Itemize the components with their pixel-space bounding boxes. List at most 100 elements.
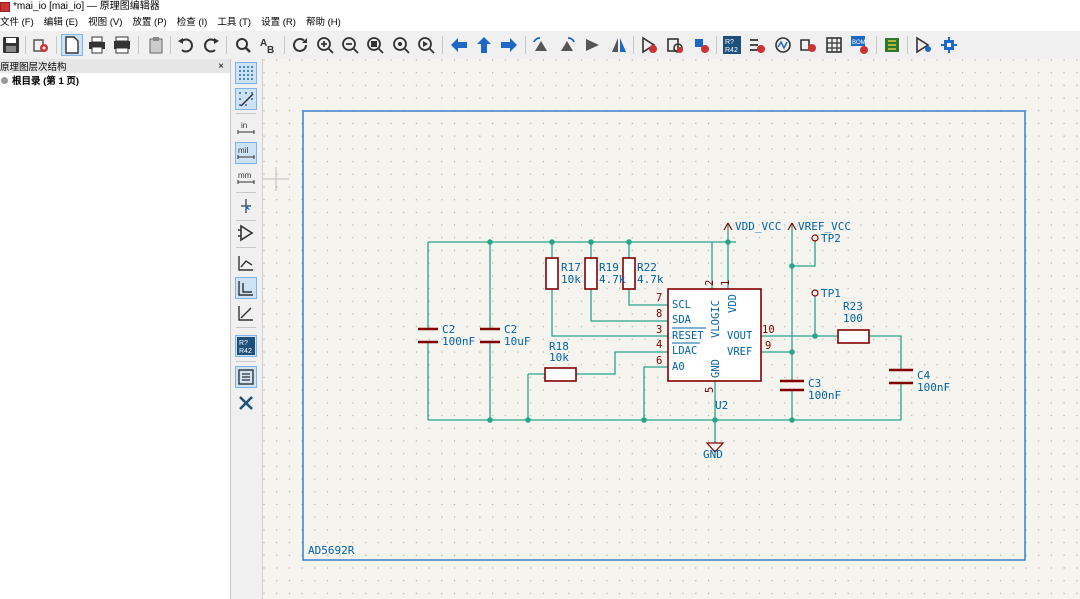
units-mm-icon[interactable]: mm — [235, 167, 257, 189]
val-c3: 100nF — [808, 389, 841, 402]
close-panel-icon[interactable]: × — [218, 60, 224, 72]
resistor-r23[interactable] — [837, 329, 870, 344]
testpoint-tp1[interactable] — [811, 289, 819, 297]
ic-pin-num-1: 1 — [720, 280, 732, 286]
capacitor-c2-100nf[interactable] — [418, 327, 438, 344]
line-mode-free-icon[interactable] — [235, 252, 257, 274]
redo-icon[interactable] — [200, 34, 222, 56]
toolbar-separator — [236, 361, 256, 362]
menu-inspect[interactable]: 检查 (I) — [176, 17, 208, 28]
menu-help[interactable]: 帮助 (H) — [305, 17, 341, 28]
page-settings-icon[interactable] — [61, 34, 83, 56]
navigate-back-icon[interactable] — [448, 34, 470, 56]
ref-r19: R19 — [599, 261, 619, 274]
units-mils-icon[interactable]: mil — [235, 142, 257, 164]
netlist-icon[interactable] — [797, 34, 819, 56]
gnd-power-symbol[interactable] — [705, 442, 725, 453]
menu-place[interactable]: 放置 (P) — [132, 17, 167, 28]
find-icon[interactable] — [232, 34, 254, 56]
ic-pin-num-6: 6 — [656, 355, 662, 367]
hierarchy-panel-toggle-icon[interactable] — [235, 366, 257, 388]
mirror-vertical-icon[interactable] — [582, 34, 604, 56]
ic-pin-num-10: 10 — [762, 324, 775, 336]
zoom-out-icon[interactable] — [339, 34, 361, 56]
units-inches-text: in — [241, 121, 247, 130]
menu-edit[interactable]: 编辑 (E) — [43, 17, 79, 28]
menu-preferences[interactable]: 设置 (R) — [261, 17, 296, 28]
val-c2-10uf: 10uF — [504, 335, 531, 348]
save-icon[interactable] — [0, 34, 22, 56]
power-label-vref: VREF_VCC — [798, 220, 851, 233]
plugin-icon[interactable] — [938, 34, 960, 56]
refresh-icon[interactable] — [289, 34, 311, 56]
capacitors — [418, 327, 913, 392]
schematic-canvas[interactable]: AD5692R — [263, 59, 1080, 599]
hierarchy-root-item[interactable]: 根目录 (第 1 页) — [0, 73, 230, 87]
annotate-a-glyph: A — [260, 38, 267, 49]
kicad-app-icon — [0, 2, 10, 12]
capacitor-c3[interactable] — [780, 379, 804, 392]
ic-pin-name-vout: VOUT — [727, 330, 753, 342]
print-icon[interactable] — [86, 34, 108, 56]
units-inches-icon[interactable]: in — [235, 117, 257, 139]
navigate-up-icon[interactable] — [473, 34, 495, 56]
symbol-fields-table-icon[interactable] — [823, 34, 845, 56]
bom-icon[interactable]: BOM — [849, 34, 871, 56]
rotate-cw-icon[interactable] — [556, 34, 578, 56]
ref-u2: U2 — [715, 399, 728, 412]
simulator-icon[interactable] — [772, 34, 794, 56]
menu-view[interactable]: 视图 (V) — [88, 17, 123, 28]
annotate-r-assigned-text: R42 — [725, 47, 738, 54]
vref-power-symbol[interactable] — [787, 222, 797, 231]
vdd-power-symbol[interactable] — [723, 222, 733, 231]
ref-r22: R22 — [637, 261, 657, 274]
schematic-svg: AD5692R — [263, 59, 1080, 599]
footprint-editor-icon[interactable] — [690, 34, 712, 56]
line-mode-45-icon[interactable] — [235, 302, 257, 324]
resistor-r19[interactable] — [584, 257, 598, 290]
grid-override-icon[interactable] — [235, 88, 257, 110]
ic-u2-body[interactable] — [667, 288, 762, 382]
symbol-browser-icon[interactable] — [664, 34, 686, 56]
navigate-forward-icon[interactable] — [498, 34, 520, 56]
cursor-crosshair-icon[interactable] — [235, 195, 257, 217]
annotation-display-icon[interactable]: R?R42 — [235, 335, 257, 357]
zoom-fit-icon[interactable] — [364, 34, 386, 56]
zoom-selection-icon[interactable] — [415, 34, 437, 56]
erc-icon[interactable] — [746, 34, 768, 56]
ic-pin-num-2: 2 — [704, 280, 716, 286]
ic-pin-name-sda: SDA — [672, 314, 692, 326]
line-mode-90-icon[interactable] — [235, 277, 257, 299]
mirror-horizontal-icon[interactable] — [608, 34, 630, 56]
menu-tools[interactable]: 工具 (T) — [217, 17, 252, 28]
ic-pin-num-4: 4 — [656, 339, 662, 351]
resistor-r18[interactable] — [544, 367, 577, 382]
rotate-ccw-icon[interactable] — [530, 34, 552, 56]
ic-pin-num-7: 7 — [656, 292, 662, 304]
grid-toggle-icon[interactable] — [235, 62, 257, 84]
resistor-r22[interactable] — [622, 257, 636, 290]
hidden-pins-icon[interactable] — [235, 222, 257, 244]
testpoint-tp2[interactable] — [811, 234, 819, 242]
zoom-objects-icon[interactable] — [390, 34, 412, 56]
properties-tools-icon[interactable] — [235, 392, 257, 414]
pcb-editor-icon[interactable] — [881, 34, 903, 56]
ref-tp2: TP2 — [821, 232, 841, 245]
capacitor-c4[interactable] — [889, 368, 913, 385]
ref-r23: R23 — [843, 300, 863, 313]
plot-icon[interactable] — [111, 34, 133, 56]
python-scripting-icon[interactable] — [912, 34, 934, 56]
power-symbols — [705, 222, 819, 453]
zoom-in-icon[interactable] — [314, 34, 336, 56]
annotate-icon[interactable]: R?R42 — [721, 34, 743, 56]
undo-icon[interactable] — [175, 34, 197, 56]
ic-pin-num-5: 5 — [704, 387, 716, 393]
capacitor-c2-10uf[interactable] — [480, 327, 500, 344]
ref-r17: R17 — [561, 261, 581, 274]
resistor-r17[interactable] — [545, 257, 559, 290]
symbol-editor-icon[interactable] — [638, 34, 660, 56]
menu-file[interactable]: 文件 (F) — [0, 17, 34, 28]
paste-icon[interactable] — [145, 34, 167, 56]
schematic-setup-icon[interactable] — [30, 34, 52, 56]
